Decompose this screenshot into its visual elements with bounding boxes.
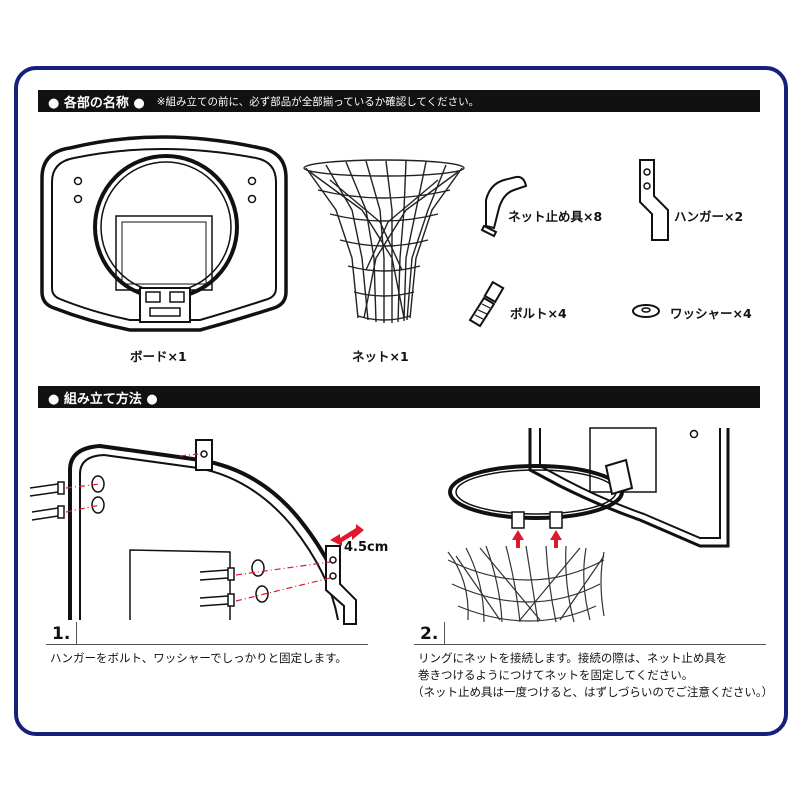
dimension-label: 4.5cm (344, 540, 389, 555)
net-illustration (303, 159, 465, 323)
step1-number: 1. (52, 624, 71, 644)
step2-number: 2. (420, 624, 439, 644)
section-title-parts: ● 各部の名称 ● (48, 95, 145, 111)
step2-marker (444, 622, 445, 644)
dimension-arrow (330, 524, 364, 546)
section-header-assembly: ● 組み立て方法 ● (38, 386, 760, 408)
label-net: ネット×1 (352, 349, 409, 364)
net-clip-illustration (480, 175, 528, 238)
label-washer: ワッシャー×4 (670, 306, 752, 321)
section-note: ※組み立ての前に、必ず部品が全部揃っているか確認してください。 (156, 95, 480, 108)
step2-text-line2: 巻きつけるようにつけてネットを固定してください。 (418, 668, 694, 682)
label-bolt: ボルト×4 (510, 306, 567, 321)
bolt-illustration (468, 280, 505, 328)
label-board: ボード×1 (130, 349, 187, 364)
label-net-clip: ネット止め具×8 (508, 209, 603, 224)
board-illustration (40, 135, 288, 332)
section-header-parts: ● 各部の名称 ● ※組み立ての前に、必ず部品が全部揃っているか確認してください… (38, 90, 760, 112)
step2-arrows (512, 530, 562, 548)
section-title-assembly: ● 組み立て方法 ● (48, 391, 158, 407)
step2-illustration (448, 427, 730, 548)
label-hanger: ハンガー×2 (674, 209, 744, 224)
step2-net (447, 545, 605, 623)
washer-illustration (632, 304, 660, 318)
step1-text: ハンガーをボルト、ワッシャーでしっかりと固定します。 (50, 651, 347, 665)
step1-divider (46, 644, 368, 645)
step2-divider (414, 644, 766, 645)
step2-text-line1: リングにネットを接続します。接続の際は、ネット止め具を (418, 651, 728, 665)
step1-marker (76, 622, 77, 644)
hanger-illustration (639, 159, 669, 241)
step2-text-line3: （ネット止め具は一度つけると、はずしづらいのでご注意ください。） (412, 685, 774, 699)
step1-illustration (29, 439, 357, 625)
step1-guide-lines (65, 453, 331, 602)
